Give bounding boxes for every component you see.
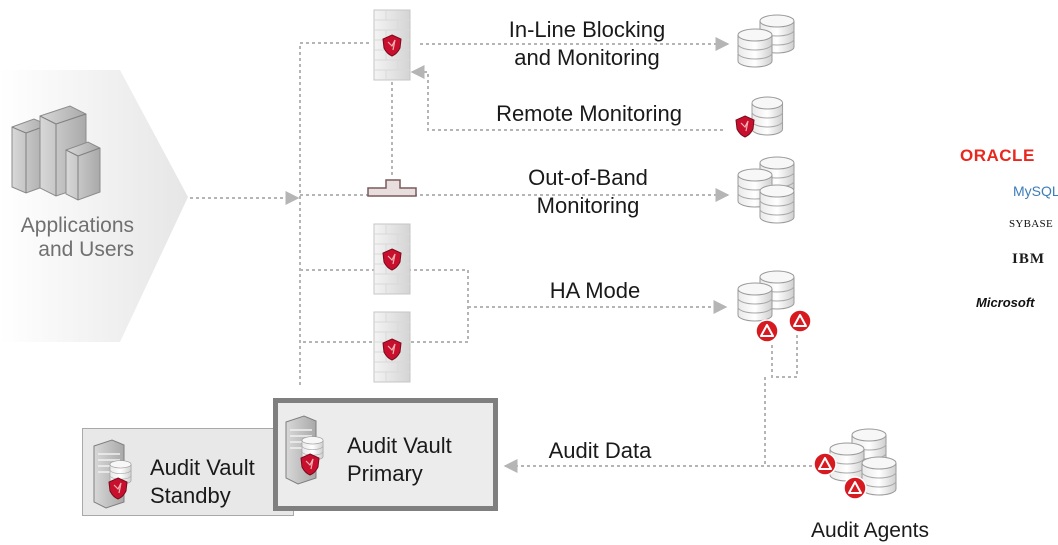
inline-label-line1: In-Line Blocking	[508, 17, 666, 42]
ibm-logo: IBM	[1012, 251, 1045, 267]
inline-database-icon	[737, 14, 795, 68]
oracle-logo: ORACLE	[960, 146, 1035, 165]
ha-database-icon	[737, 270, 812, 343]
standby-label-line1: Audit Vault	[150, 455, 255, 480]
outofband-label-line2: Monitoring	[536, 193, 640, 218]
inline-label: In-Line Blocking and Monitoring	[472, 16, 702, 72]
source-label-line2: and Users	[38, 238, 134, 261]
network-tap-icon	[367, 179, 417, 197]
standby-label: Audit Vault Standby	[150, 454, 255, 510]
standby-server-icon	[93, 439, 132, 509]
primary-label: Audit Vault Primary	[347, 432, 452, 488]
remote-label: Remote Monitoring	[496, 101, 682, 126]
ha-db-link	[771, 335, 798, 378]
primary-label-line2: Primary	[347, 461, 423, 486]
remote-arrow	[410, 65, 724, 131]
source-chevron	[0, 70, 188, 342]
outofband-database-icon	[737, 156, 795, 224]
ha-label: HA Mode	[549, 278, 641, 303]
primary-server-icon	[285, 415, 324, 485]
primary-label-line1: Audit Vault	[347, 433, 452, 458]
ha-firewall-top	[373, 223, 411, 295]
ha-firewall-bottom	[373, 311, 411, 383]
outofband-label-line1: Out-of-Band	[528, 165, 648, 190]
source-label-line1: Applications	[20, 214, 134, 237]
audit-agents-label: Audit Agents	[811, 519, 929, 542]
inline-label-line2: and Monitoring	[514, 45, 660, 70]
sybase-logo: SYBASE	[1009, 218, 1053, 230]
trunk-line	[299, 42, 370, 385]
application-servers-icon	[11, 105, 101, 201]
mysql-logo: MySQL	[1013, 183, 1058, 199]
outofband-label: Out-of-Band Monitoring	[488, 164, 688, 220]
inline-firewall	[373, 9, 411, 81]
microsoft-logo: Microsoft	[976, 295, 1035, 310]
connector-lines	[190, 37, 818, 473]
source-label: Applications and Users	[4, 214, 134, 262]
audit-agents-database-icon	[813, 428, 897, 500]
standby-label-line2: Standby	[150, 483, 231, 508]
audit-data-label: Audit Data	[548, 438, 652, 463]
remote-database-icon	[735, 96, 784, 138]
